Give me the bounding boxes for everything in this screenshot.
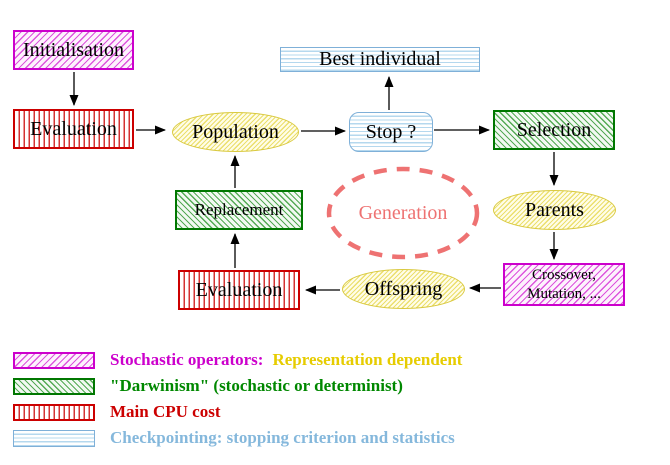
node-evaluation-top: Evaluation <box>13 109 134 149</box>
legend-row-darwinism: "Darwinism" (stochastic or determinist) <box>13 376 403 396</box>
node-selection: Selection <box>493 110 615 150</box>
legend-label-representation: Representation dependent <box>272 350 463 369</box>
node-parents: Parents <box>493 190 616 230</box>
node-evaluation-bottom: Evaluation <box>178 270 300 310</box>
legend-label-stochastic: Stochastic operators: <box>110 350 264 369</box>
green-hatch-swatch <box>13 377 95 395</box>
legend-label-checkpointing: Checkpointing: stopping criterion and st… <box>110 428 455 447</box>
node-label: Population <box>192 120 279 143</box>
node-label: Initialisation <box>22 38 125 61</box>
node-label: Best individual <box>319 48 441 70</box>
generation-label: Generation <box>358 202 448 224</box>
legend-row-checkpointing: Checkpointing: stopping criterion and st… <box>13 428 455 448</box>
node-label: Replacement <box>194 200 284 220</box>
node-label: Stop ? <box>365 120 417 143</box>
node-initialisation: Initialisation <box>13 30 134 70</box>
node-label: Evaluation <box>195 278 283 301</box>
node-label-line2: Mutation, ... <box>527 285 601 302</box>
legend-row-main-cpu-cost: Main CPU cost <box>13 402 220 422</box>
flow-arrows <box>69 72 559 295</box>
node-label: Offspring <box>364 277 443 300</box>
node-label-line1: Crossover, <box>532 266 596 283</box>
legend-label-cpu: Main CPU cost <box>110 402 221 421</box>
node-stop: Stop ? <box>349 112 433 152</box>
node-replacement: Replacement <box>175 190 303 230</box>
red-stripes-swatch <box>13 403 95 421</box>
legend-label-darwinism: "Darwinism" (stochastic or determinist) <box>110 376 403 395</box>
node-label: Parents <box>525 198 584 221</box>
node-offspring: Offspring <box>342 269 465 309</box>
node-best-individual: Best individual <box>280 47 480 72</box>
generation-dashed-ellipse <box>326 166 480 260</box>
node-label: Evaluation <box>30 117 117 140</box>
cyan-stripes-swatch <box>13 429 95 447</box>
magenta-hatch-swatch <box>13 351 95 369</box>
legend-row-stochastic-operators: Stochastic operators: Representation dep… <box>13 350 462 370</box>
node-population: Population <box>172 112 299 152</box>
node-crossover-mutation: Crossover, Mutation, ... <box>503 263 625 306</box>
node-label: Selection <box>516 118 592 141</box>
